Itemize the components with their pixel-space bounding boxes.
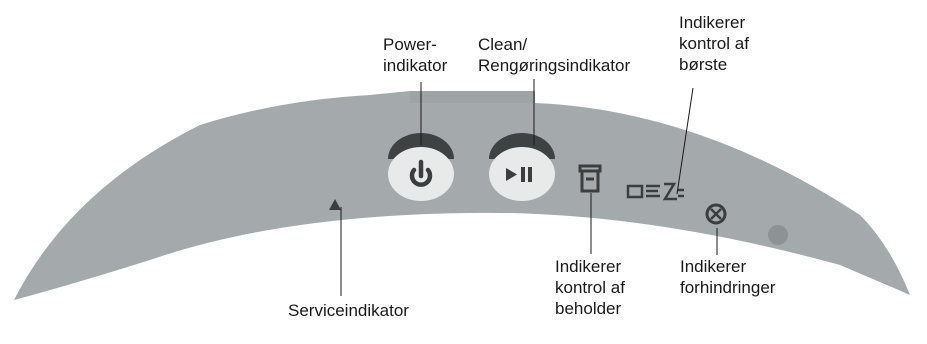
power-button[interactable] bbox=[388, 133, 454, 201]
label-obstacle-indicator: Indikerer forhindringer bbox=[680, 257, 776, 297]
obstacle-icon bbox=[705, 203, 727, 225]
label-service-indicator: Serviceindikator bbox=[288, 301, 409, 320]
leader-brush bbox=[676, 87, 694, 195]
status-dot bbox=[768, 225, 788, 245]
brush-icon bbox=[626, 182, 684, 201]
play-pause-icon bbox=[506, 167, 532, 182]
label-power-indicator: Power- indikator bbox=[383, 35, 448, 75]
label-clean-indicator: Clean/ Rengøringsindikator bbox=[478, 35, 631, 75]
label-bin-indicator: Indikerer kontrol af beholder bbox=[555, 257, 625, 318]
dust-bin-icon bbox=[578, 164, 602, 193]
warning-triangle-icon bbox=[329, 199, 341, 210]
clean-button[interactable] bbox=[489, 133, 555, 201]
label-brush-indicator: Indikerer kontrol af børste bbox=[679, 13, 749, 74]
power-icon bbox=[409, 159, 433, 187]
leader-lines bbox=[340, 79, 718, 296]
control-panel-body bbox=[14, 91, 910, 300]
control-panel-top-edge bbox=[410, 91, 535, 103]
